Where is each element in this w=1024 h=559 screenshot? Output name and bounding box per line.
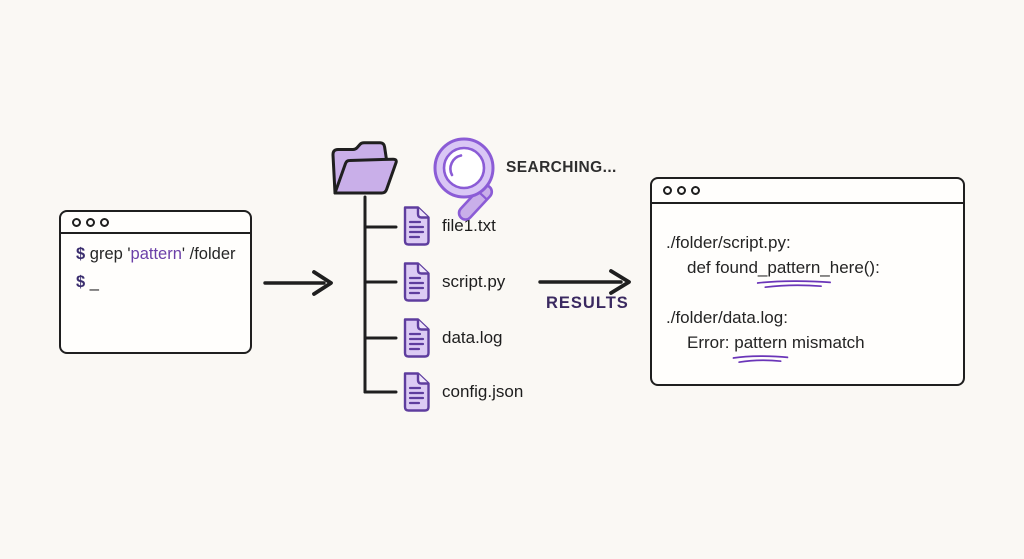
- pattern-argument: pattern: [130, 245, 182, 263]
- text-cursor: _: [85, 273, 99, 291]
- searching-label: SEARCHING...: [506, 159, 617, 176]
- tree-lines: [363, 195, 398, 394]
- right-arrow-icon: [538, 269, 631, 295]
- right-arrow-icon: [263, 270, 333, 296]
- terminal-titlebar: [61, 212, 250, 234]
- window-dot: [72, 217, 81, 227]
- results-titlebar: [652, 179, 963, 204]
- terminal-window: $ grep 'pattern' /folder $ _: [59, 210, 252, 354]
- window-dot: [663, 186, 672, 195]
- window-dot: [677, 186, 686, 195]
- code-text: _pattern_: [757, 258, 830, 277]
- results-body: ./folder/script.py: def found_pattern_he…: [652, 204, 963, 364]
- magnifier-icon: [433, 137, 495, 221]
- document-icon: [403, 372, 430, 412]
- file-label: file1.txt: [442, 216, 496, 235]
- match-file-line: ./folder/data.log:: [666, 308, 788, 327]
- file-row: file1.txt: [398, 206, 496, 246]
- results-window: ./folder/script.py: def found_pattern_he…: [650, 177, 965, 386]
- file-label: script.py: [442, 272, 506, 291]
- file-row: script.py: [398, 262, 505, 302]
- highlighted-match: _pattern_: [756, 255, 831, 289]
- file-row: config.json: [398, 372, 523, 412]
- document-icon: [403, 206, 430, 246]
- results-label: RESULTS: [546, 294, 629, 312]
- match-content-line: def found_pattern_here():: [666, 255, 963, 289]
- command-text: ' /folder: [181, 245, 236, 263]
- file-label: config.json: [442, 382, 524, 401]
- squiggle-underline-icon: [732, 355, 789, 364]
- match-file-line: ./folder/script.py:: [666, 233, 791, 252]
- highlighted-match: pattern: [732, 330, 789, 364]
- terminal-body: $ grep 'pattern' /folder $ _: [61, 234, 250, 296]
- code-text: Error:: [687, 333, 735, 352]
- match-content-line: Error: pattern mismatch: [666, 330, 963, 364]
- command-text: grep ': [85, 245, 131, 263]
- document-icon: [403, 318, 430, 358]
- squiggle-underline-icon: [756, 280, 831, 289]
- window-dot: [691, 186, 700, 195]
- shell-prompt: $: [76, 273, 86, 291]
- file-label: data.log: [442, 328, 503, 347]
- document-icon: [403, 262, 430, 302]
- code-text: here():: [829, 258, 880, 277]
- code-text: mismatch: [787, 333, 865, 352]
- window-dot: [100, 217, 109, 227]
- open-folder-icon: [331, 141, 398, 195]
- terminal-cursor-line: $ _: [76, 268, 250, 296]
- window-dot: [86, 217, 95, 227]
- terminal-command-line: $ grep 'pattern' /folder: [76, 240, 250, 268]
- code-text: def found: [687, 258, 758, 277]
- file-row: data.log: [398, 318, 503, 358]
- code-text: pattern: [734, 333, 788, 352]
- shell-prompt: $: [76, 245, 86, 263]
